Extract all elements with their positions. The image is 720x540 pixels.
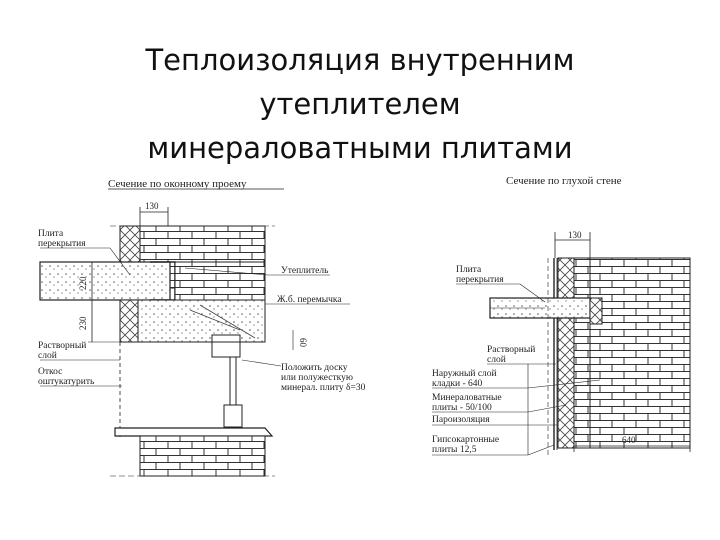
- right-label-mineral-1: Минераловатные: [432, 393, 502, 403]
- window-frame-top: [211, 334, 241, 358]
- right-section-heading: Сечение по глухой стене: [506, 175, 622, 187]
- left-dim-60: 60: [298, 338, 308, 348]
- right-label-vapor: Пароизоляция: [432, 415, 490, 425]
- right-label-mortar-1: Растворный: [487, 344, 535, 355]
- outer-brick-wall: [589, 257, 691, 449]
- right-label-outer-2: кладки - 640: [432, 379, 483, 389]
- label-plaster-2: оштукатурить: [38, 377, 95, 387]
- label-lintel: Ж.б. перемычка: [277, 294, 342, 305]
- floor-slab-left: [39, 261, 171, 301]
- insulation-upper: [119, 225, 141, 263]
- right-dim-130: 130: [568, 230, 582, 240]
- right-dim-640: 640: [622, 435, 636, 445]
- left-dim-130: 130: [145, 201, 159, 211]
- label-board-3: минерал. плиту δ=30: [281, 383, 366, 393]
- right-label-gypsum-1: Гипсокартонные: [432, 435, 499, 445]
- left-dim-220: 220: [78, 276, 88, 290]
- slide-title: Теплоизоляция внутренним утеплителем мин…: [60, 38, 660, 170]
- right-label-gypsum-2: плиты 12,5: [432, 445, 477, 455]
- right-label-mineral-2: плиты - 50/100: [432, 403, 492, 413]
- label-board-1: Положить доску: [281, 363, 348, 373]
- mineral-plates-upper: [557, 257, 575, 299]
- label-slab-1: Плита: [38, 229, 64, 239]
- left-section-heading: Сечение по оконному проему: [108, 178, 247, 190]
- label-mortar-1: Растворный: [38, 340, 86, 351]
- left-section: Сечение по оконному проему 130: [38, 178, 366, 477]
- label-mortar-2: слой: [38, 350, 57, 361]
- window-sill: [114, 427, 274, 437]
- title-line-3: минераловатными плитами: [147, 131, 573, 165]
- right-label-mortar-2: слой: [487, 354, 506, 365]
- right-label-slab-1: Плита: [456, 265, 482, 275]
- left-dim-230: 230: [78, 316, 88, 330]
- brick-wall-lower: [139, 435, 266, 477]
- label-plaster-1: Откос: [38, 367, 62, 377]
- right-section: Сечение по глухой стене 130 640 Плита пе…: [432, 175, 691, 456]
- title-line-1: Теплоизоляция внутренним: [145, 43, 575, 77]
- title-line-2: утеплителем: [259, 87, 461, 121]
- label-insulation: Утеплитель: [281, 266, 329, 276]
- label-board-2: или полужесткую: [281, 373, 353, 383]
- right-label-outer-1: Наружный слой: [432, 368, 497, 379]
- label-slab-2: перекрытия: [38, 239, 86, 249]
- right-label-slab-2: перекрытия: [456, 275, 504, 285]
- insulation-lower: [119, 299, 139, 343]
